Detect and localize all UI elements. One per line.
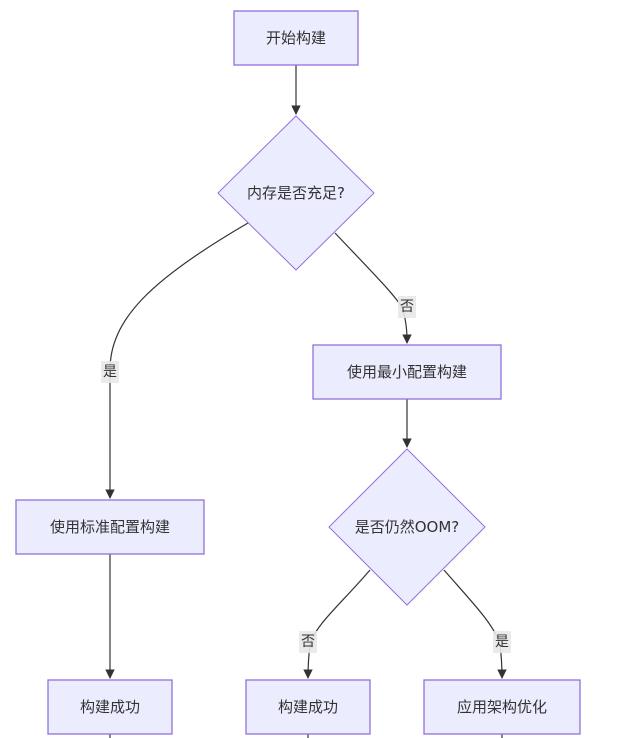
svg-text:内存是否充足?: 内存是否充足? (247, 184, 345, 202)
svg-text:构建成功: 构建成功 (278, 698, 338, 716)
svg-text:使用标准配置构建: 使用标准配置构建 (50, 518, 170, 536)
edge-oom-check-to-arch-opt (443, 569, 507, 679)
svg-text:是: 是 (495, 634, 509, 650)
node-memory-check[interactable]: 内存是否充足? (217, 115, 375, 271)
edge-label-yes-memory: 是 (101, 361, 119, 383)
edge-label-no-oom: 否 (299, 631, 317, 653)
edge-memory-check-to-min-config (334, 232, 412, 344)
svg-text:使用最小配置构建: 使用最小配置构建 (347, 363, 467, 381)
node-oom-check[interactable]: 是否仍然OOM? (328, 448, 486, 606)
svg-text:否: 否 (301, 634, 315, 650)
edge-memory-check-to-std-config (105, 222, 249, 499)
node-arch-opt[interactable]: 应用架构优化 (423, 679, 581, 735)
node-success-std[interactable]: 构建成功 (47, 679, 173, 735)
edge-label-no-memory: 否 (398, 296, 416, 318)
edge-label-yes-oom: 是 (493, 631, 511, 653)
svg-text:应用架构优化: 应用架构优化 (457, 698, 547, 716)
svg-text:构建成功: 构建成功 (80, 698, 140, 716)
svg-text:否: 否 (400, 299, 414, 315)
edge-oom-check-to-success-min (303, 569, 371, 679)
node-success-min[interactable]: 构建成功 (245, 679, 371, 735)
svg-text:开始构建: 开始构建 (266, 29, 326, 47)
node-std-config[interactable]: 使用标准配置构建 (15, 499, 205, 555)
svg-text:是否仍然OOM?: 是否仍然OOM? (355, 518, 460, 536)
node-start[interactable]: 开始构建 (233, 10, 359, 66)
svg-text:是: 是 (103, 364, 117, 380)
node-min-config[interactable]: 使用最小配置构建 (312, 344, 502, 400)
